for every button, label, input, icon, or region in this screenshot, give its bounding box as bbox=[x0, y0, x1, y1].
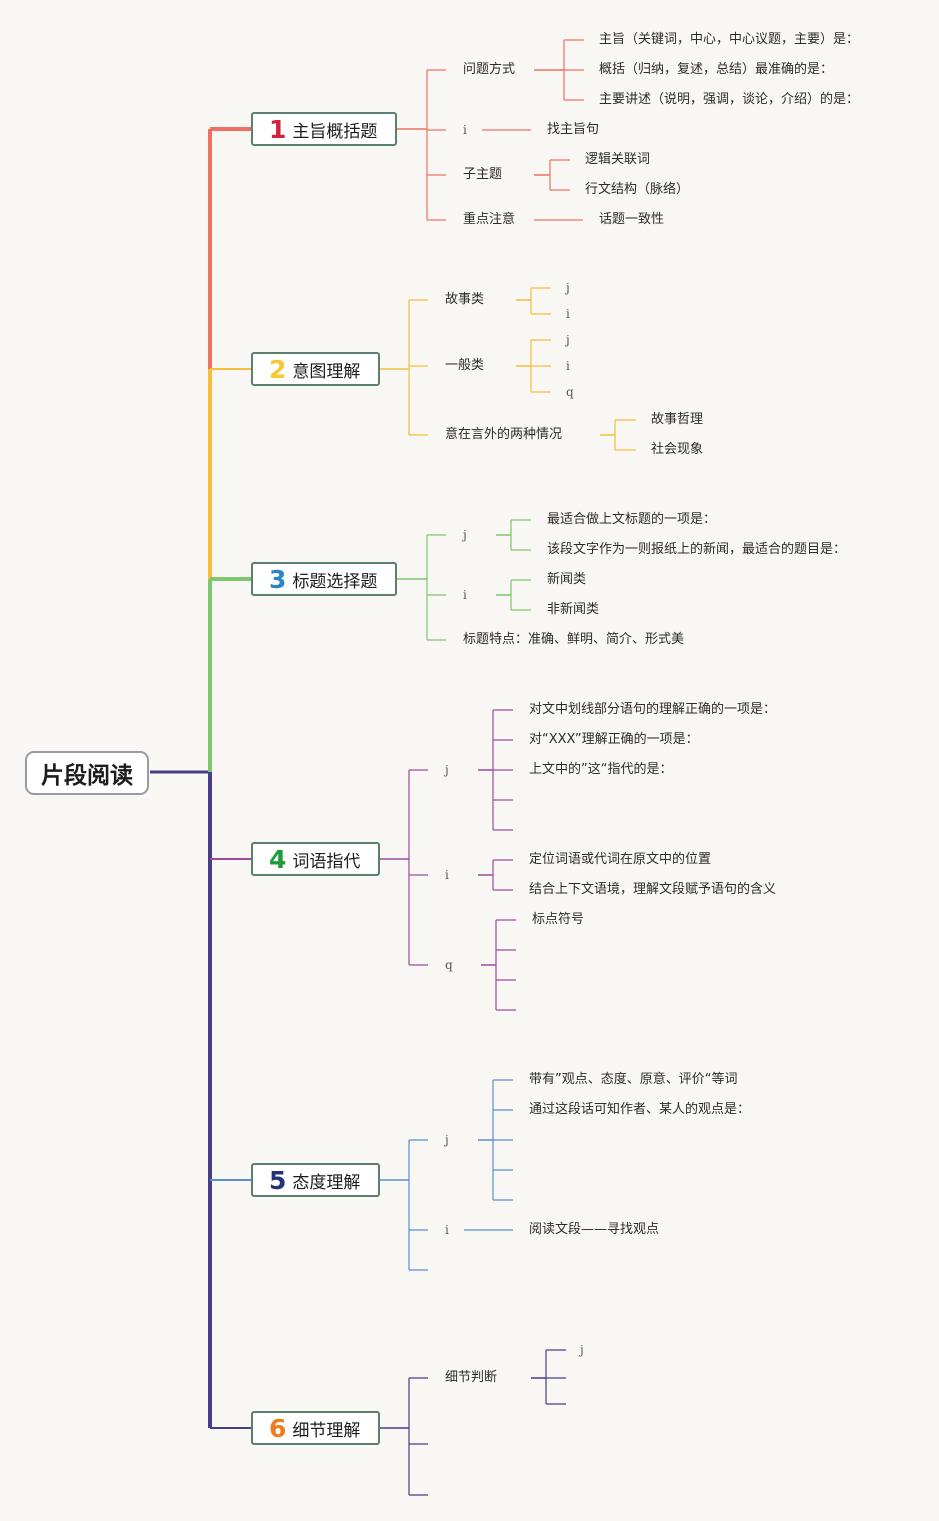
subtopic-label[interactable]: q bbox=[445, 958, 453, 972]
leaf-label[interactable]: 社会现象 bbox=[651, 442, 704, 457]
leaf-label[interactable]: 带有”观点、态度、原意、评价“等词 bbox=[529, 1072, 738, 1087]
topic-number-icon: 1 bbox=[269, 114, 287, 144]
subtopic-label[interactable]: 重点注意 bbox=[463, 212, 516, 227]
subtopic-label[interactable]: i bbox=[445, 868, 449, 882]
subtopic-label[interactable]: 子主题 bbox=[463, 167, 503, 182]
leaf-label[interactable]: j bbox=[580, 1343, 584, 1357]
subtopic-label[interactable]: j bbox=[445, 1133, 449, 1147]
leaf-label[interactable]: 最适合做上文标题的一项是： bbox=[547, 512, 717, 527]
leaf-label[interactable]: 定位词语或代词在原文中的位置 bbox=[529, 852, 712, 867]
subtopic-label[interactable]: j bbox=[463, 528, 467, 542]
subtopic-label[interactable]: 故事类 bbox=[445, 292, 485, 307]
leaf-label[interactable]: 找主旨句 bbox=[547, 122, 600, 137]
topic-title: 细节理解 bbox=[292, 1420, 361, 1441]
subtopic-label[interactable]: j bbox=[445, 763, 449, 777]
topic-title: 词语指代 bbox=[292, 851, 361, 872]
topic-title: 主旨概括题 bbox=[292, 121, 378, 142]
subtopic-label[interactable]: 意在言外的两种情况 bbox=[445, 427, 563, 442]
subtopic-label[interactable]: 标题特点：准确、鲜明、简介、形式美 bbox=[463, 632, 685, 647]
leaf-label[interactable]: i bbox=[566, 359, 570, 373]
leaf-label[interactable]: 上文中的”这“指代的是： bbox=[529, 762, 673, 777]
leaf-label[interactable]: 逻辑关联词 bbox=[585, 152, 651, 167]
topic-title: 意图理解 bbox=[292, 361, 361, 382]
leaf-label[interactable]: 概括（归纳，复述，总结）最准确的是： bbox=[599, 62, 834, 77]
leaf-label[interactable]: 行文结构（脉络） bbox=[585, 182, 690, 197]
leaf-label[interactable]: 标点符号 bbox=[532, 912, 585, 927]
topic-number-icon: 5 bbox=[269, 1165, 287, 1195]
topic-title: 态度理解 bbox=[292, 1172, 361, 1193]
leaf-label[interactable]: 对“XXX”理解正确的一项是： bbox=[529, 732, 699, 747]
leaf-label[interactable]: 该段文字作为一则报纸上的新闻，最适合的题目是： bbox=[547, 542, 847, 557]
topic-number-icon: 2 bbox=[269, 354, 287, 384]
leaf-label[interactable]: 主旨（关键词，中心，中心议题，主要）是： bbox=[599, 32, 860, 47]
topic-number-icon: 4 bbox=[269, 844, 287, 874]
subtopic-label[interactable]: 细节判断 bbox=[445, 1370, 498, 1385]
topic-number-icon: 6 bbox=[269, 1413, 287, 1443]
subtopic-label[interactable]: 一般类 bbox=[445, 358, 485, 373]
subtopic-label[interactable]: i bbox=[445, 1223, 449, 1237]
leaf-label[interactable]: 对文中划线部分语句的理解正确的一项是： bbox=[529, 702, 777, 717]
topic-title: 标题选择题 bbox=[292, 571, 378, 592]
leaf-label[interactable]: 新闻类 bbox=[547, 572, 587, 587]
leaf-label[interactable]: 阅读文段——寻找观点 bbox=[529, 1222, 660, 1237]
leaf-label[interactable]: 结合上下文语境，理解文段赋予语句的含义 bbox=[529, 882, 777, 897]
leaf-label[interactable]: 故事哲理 bbox=[651, 412, 704, 427]
leaf-label[interactable]: 通过这段话可知作者、某人的观点是： bbox=[529, 1102, 751, 1117]
subtopic-label[interactable]: 问题方式 bbox=[463, 62, 516, 77]
leaf-label[interactable]: 非新闻类 bbox=[547, 602, 600, 617]
leaf-label[interactable]: j bbox=[566, 333, 570, 347]
leaf-label[interactable]: 话题一致性 bbox=[599, 212, 665, 227]
leaf-label[interactable]: i bbox=[566, 307, 570, 321]
subtopic-label[interactable]: i bbox=[463, 588, 467, 602]
root-node[interactable]: 片段阅读 bbox=[25, 751, 149, 795]
subtopic-label[interactable]: i bbox=[463, 123, 467, 137]
leaf-label[interactable]: q bbox=[566, 385, 574, 399]
leaf-label[interactable]: 主要讲述（说明，强调，谈论，介绍）的是： bbox=[599, 92, 860, 107]
topic-number-icon: 3 bbox=[269, 564, 287, 594]
leaf-label[interactable]: j bbox=[566, 281, 570, 295]
